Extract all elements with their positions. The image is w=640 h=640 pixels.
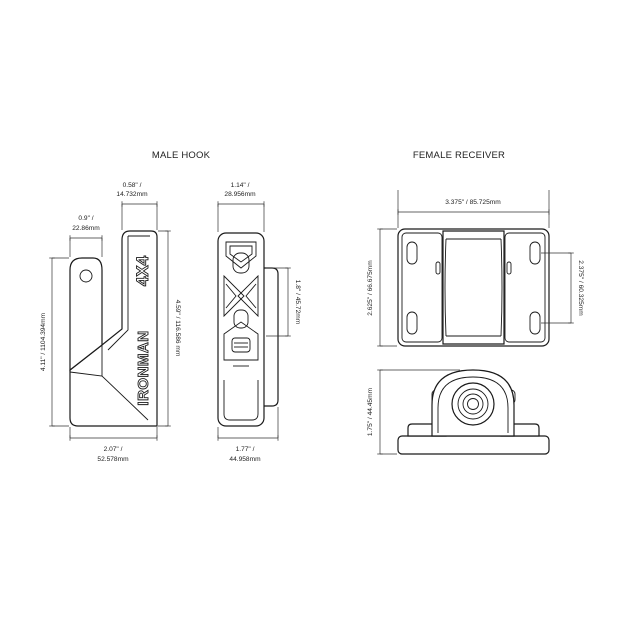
male-hook-front-view: [217, 232, 279, 427]
male-hook-front-dimensions: 1.14" / 28.956mm 1.8" / 45.72mm 1.77" / …: [217, 182, 301, 463]
dim-front-width-mm: 28.956mm: [224, 191, 256, 198]
brand-logo-4x4: 4X4: [133, 255, 152, 286]
male-hook-side-dimensions: 0.58" / 14.732mm 0.9" / 22.86mm 4.11" / …: [40, 182, 181, 463]
dim-hook-height: 4.11" / 1104.394mm: [40, 312, 47, 371]
dim-receiver-slot-spacing: 2.375" / 60.325mm: [577, 260, 584, 316]
male-hook-side-view: IRONMAN 4X4: [69, 230, 158, 427]
dim-receiver-depth: 2.625" / 66.675mm: [367, 260, 374, 316]
brand-logo-ironman: IRONMAN: [135, 330, 152, 405]
dim-front-base-width-in: 1.77" /: [236, 446, 255, 453]
female-receiver-top-view: [397, 228, 550, 347]
female-receiver-top-dimensions: 3.375" / 85.725mm 2.625" / 66.675mm 2.37…: [367, 190, 584, 347]
dim-base-length-in: 2.07" /: [104, 446, 123, 453]
dim-receiver-width: 3.375" / 85.725mm: [445, 199, 501, 206]
dim-front-base-width-mm: 44.958mm: [229, 456, 261, 463]
dim-receiver-height: 1.75" / 44.45mm: [367, 387, 374, 436]
dim-tongue-offset-in: 0.9" /: [78, 215, 93, 222]
dim-front-width-in: 1.14" /: [231, 182, 250, 189]
dim-slot-height: 1.8" / 45.72mm: [294, 280, 301, 325]
female-receiver-front-dimensions: 1.75" / 44.45mm: [367, 369, 460, 455]
female-receiver-title: FEMALE RECEIVER: [413, 150, 505, 161]
dim-tongue-thickness-mm: 14.732mm: [116, 191, 148, 198]
male-hook-title: MALE HOOK: [152, 150, 211, 161]
dim-overall-height: 4.59" / 116.586 mm: [174, 300, 181, 357]
dim-tongue-offset-mm: 22.86mm: [72, 225, 100, 232]
dim-tongue-thickness-in: 0.58" /: [123, 182, 142, 189]
dim-base-length-mm: 52.578mm: [97, 456, 129, 463]
female-receiver-front-view: [397, 369, 550, 455]
